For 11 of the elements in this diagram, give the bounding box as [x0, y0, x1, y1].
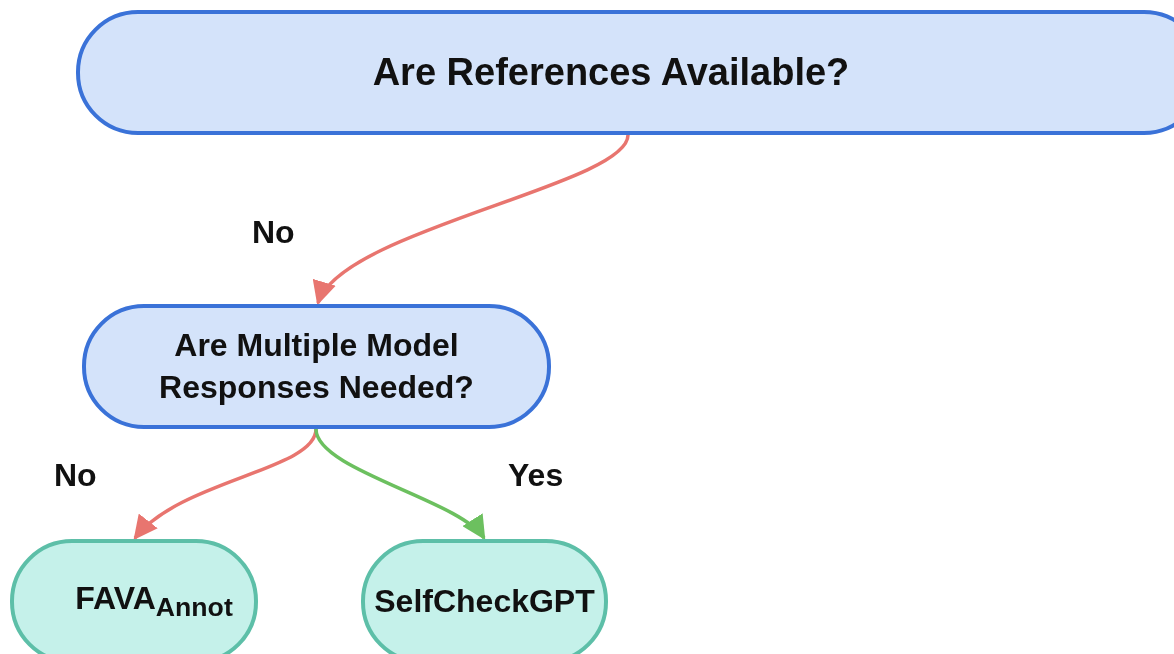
node-text: Are Multiple Model Responses Needed?: [158, 325, 475, 407]
arrow: [314, 428, 486, 540]
decision-box: [76, 10, 1174, 135]
arrow: [316, 134, 630, 306]
edge-label: Yes: [508, 457, 564, 494]
node-text: SelfCheckGPT: [374, 581, 595, 621]
node-text: FAVA$_{Annot}$: [75, 578, 233, 625]
edge-label: No: [54, 457, 97, 494]
node-text: Are References Available?: [372, 49, 850, 95]
edge-label: No: [252, 214, 295, 251]
arrow: [133, 428, 318, 540]
